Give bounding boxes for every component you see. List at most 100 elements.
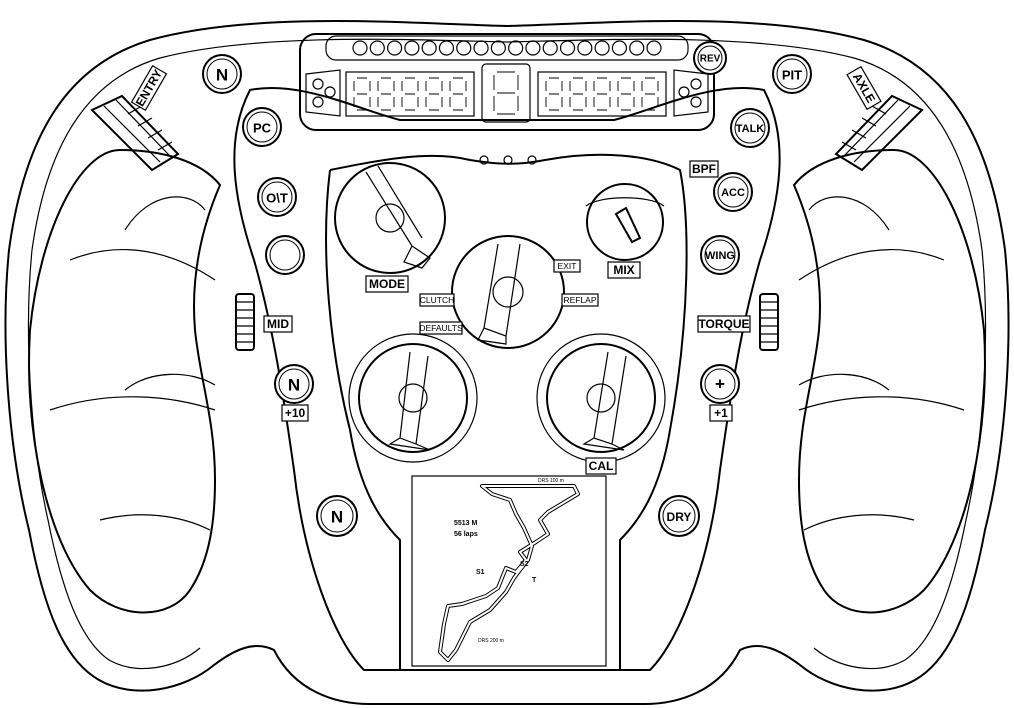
segment-digit [593,77,611,111]
shift-light [421,40,437,56]
status-led [479,155,489,165]
mid-label-box [263,315,293,333]
mode-label-box [365,275,409,293]
axle-thumbwheel[interactable] [834,94,924,172]
ot-button[interactable]: O\T [257,177,297,217]
dry-button[interactable]: DRY [658,495,700,537]
center-inner-panel [325,153,688,670]
gear-digit [493,71,519,115]
indicator-light [312,78,324,90]
talk-button[interactable]: TALK [730,108,770,148]
pc-button[interactable]: PC [242,107,282,147]
left-indicator-pod [305,69,341,117]
shift-lights [352,40,662,56]
mix-label: MIX [613,263,634,277]
n-top-left-button[interactable]: N [202,54,242,94]
left-grip-finger-rest [124,196,216,391]
track-layout-inner [439,485,579,661]
shift-light [525,40,541,56]
exit-label-box [553,259,581,273]
gear-display [481,63,531,123]
left-grip [28,148,222,614]
turn-label: T [532,577,537,584]
torque-label-box [697,315,751,333]
shift-light [490,40,506,56]
acc-button[interactable]: ACC [713,172,753,212]
defaults-label: DEFAULTS [419,323,463,333]
shift-light [369,40,385,56]
shift-light [404,40,420,56]
rev-button[interactable]: REV [693,41,727,75]
shift-light [508,40,524,56]
svg-text:N: N [331,508,343,527]
right-indicator-pod [673,69,709,117]
display-housing [299,33,715,131]
svg-text:O\T: O\T [266,191,288,206]
shift-light [611,40,628,56]
plus1-label: +1 [714,406,728,420]
shift-light [438,40,455,56]
right-segment-digits [545,77,659,111]
right-grip [792,148,986,614]
clutch-label: CLUTCH [420,295,454,305]
entry-label-box [130,64,168,112]
n-bottom-left-button[interactable]: N [316,495,358,537]
svg-text:N: N [288,376,300,395]
status-led [527,155,537,165]
svg-text:N: N [216,66,228,85]
central-rotary[interactable] [451,235,565,349]
bpf-label-box [689,160,719,178]
svg-text:+: + [715,375,725,394]
shift-light [473,40,489,56]
shift-light [594,40,610,56]
shift-light [542,40,558,56]
reflap-label-box [561,293,599,307]
shift-light [559,40,576,56]
mode-rotary[interactable] [334,162,446,274]
torque-label: TORQUE [698,317,749,331]
plus1-label-box [709,404,733,422]
indicator-light [678,86,690,98]
segment-digit [641,77,659,111]
segment-digit [545,77,563,111]
segment-digit [493,71,519,115]
drs-bottom-label: DRS 200 m [478,638,504,644]
right-grip-finger-rest [798,196,890,391]
lower-right-rotary[interactable] [536,333,666,463]
right-segment-display [537,71,667,117]
shift-light [646,40,662,56]
shift-light-bar [325,35,689,61]
mix-rotary[interactable] [585,183,665,261]
plus10-label: +10 [285,406,306,420]
shift-light [629,40,645,56]
torque-thumbwheel[interactable] [759,293,779,351]
mix-label-box [607,261,641,279]
entry-thumbwheel[interactable] [90,94,180,172]
axle-label-box [846,65,882,111]
reflap-label: REFLAP [563,295,596,305]
segment-digit [617,77,635,111]
blank-left-button[interactable] [265,235,305,275]
shift-light [352,40,368,56]
sector2-label: S2 [520,561,529,568]
plus10-label-box [281,404,309,422]
mid-thumbwheel[interactable] [235,293,255,351]
right-grip-contour [798,249,965,531]
n-mid-left-button[interactable]: N [274,364,314,404]
bpf-label: BPF [692,162,716,176]
plus-button[interactable]: + [700,364,740,404]
sector1-label: S1 [476,569,485,576]
track-map-panel [411,475,607,667]
segment-digit [377,77,395,111]
svg-text:ACC: ACC [721,187,745,199]
segment-digit [569,77,587,111]
clutch-label-box [419,293,455,307]
lower-left-rotary[interactable] [348,333,478,463]
svg-text:WING: WING [705,250,735,262]
wing-button[interactable]: WING [700,235,740,275]
pit-button[interactable]: PIT [772,54,812,94]
defaults-label-box [419,321,463,335]
svg-text:PIT: PIT [782,68,802,83]
svg-text:TALK: TALK [736,123,765,135]
